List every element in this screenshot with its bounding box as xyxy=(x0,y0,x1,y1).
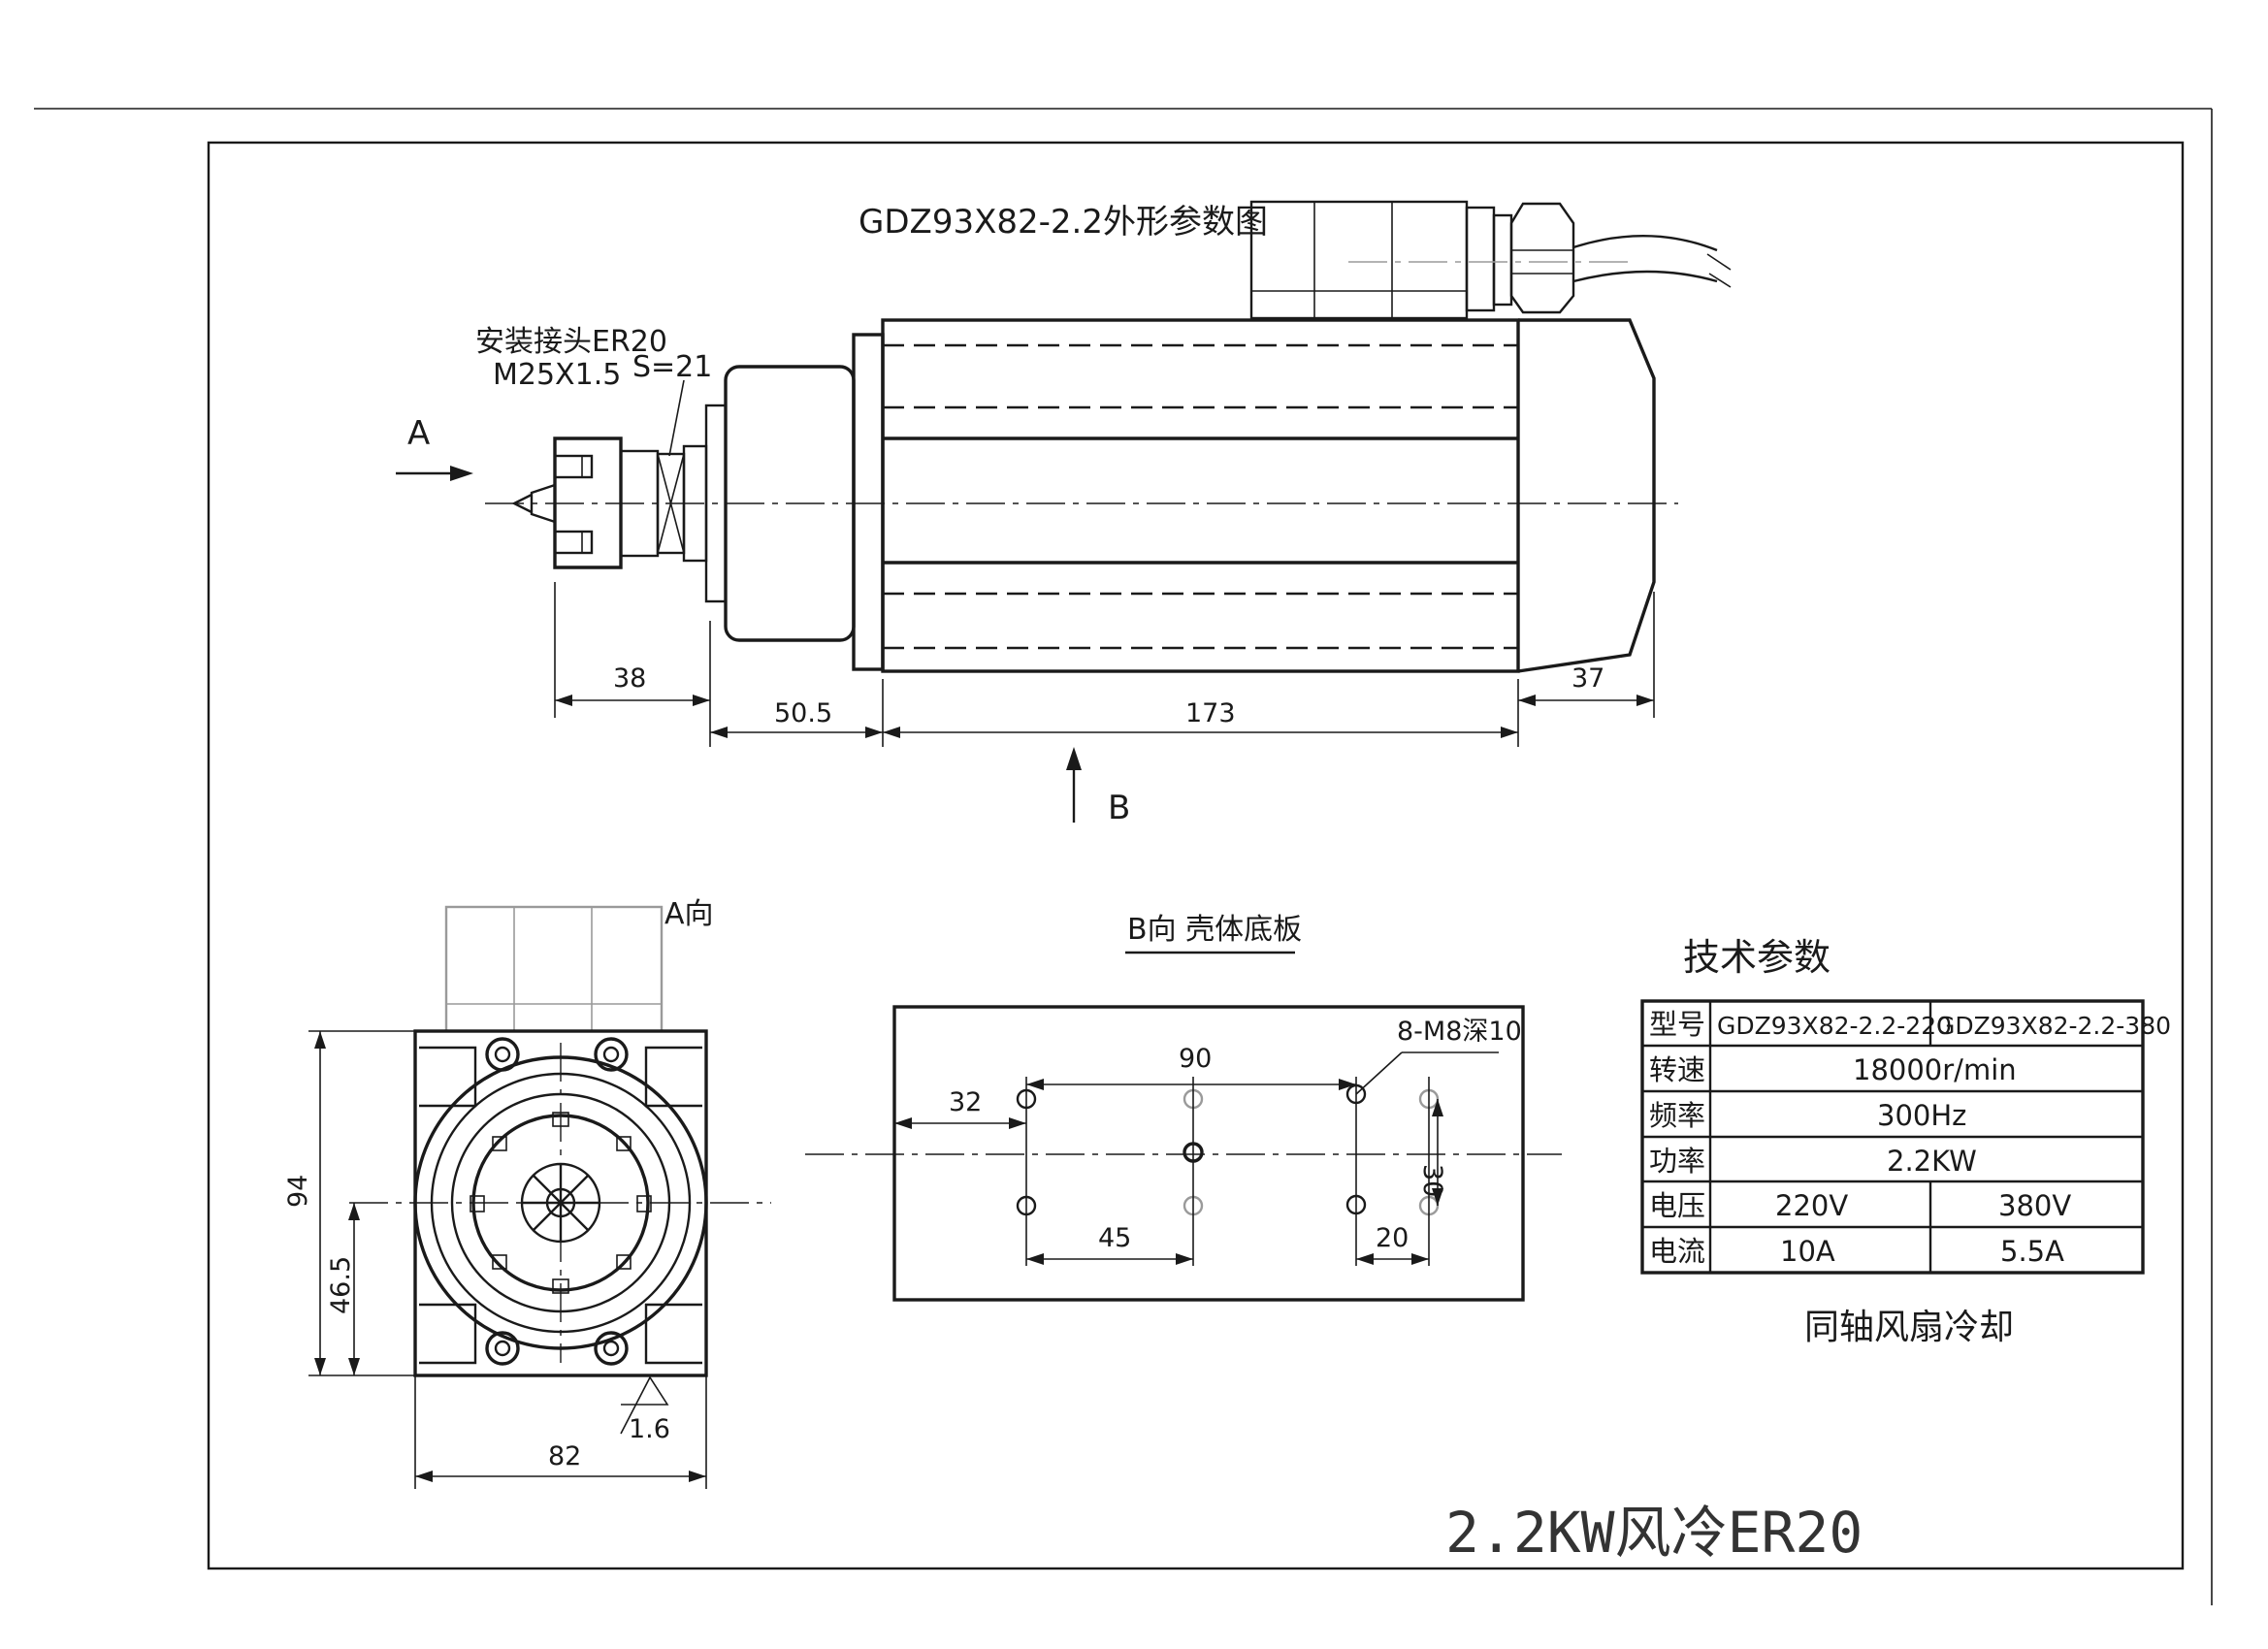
row-power: 功率 2.2KW xyxy=(1649,1145,1977,1178)
view-b-arrow xyxy=(1066,747,1082,823)
hole-note: 8-M8深10 xyxy=(1397,1017,1522,1047)
power-value: 2.2KW xyxy=(1887,1145,1977,1178)
dim-82: 82 xyxy=(548,1441,581,1471)
row-label-current: 电流 xyxy=(1649,1235,1705,1268)
roughness-1-6: 1.6 xyxy=(629,1414,670,1444)
dim-94: 94 xyxy=(283,1175,313,1208)
front-connector xyxy=(444,905,664,1033)
dim-32: 32 xyxy=(949,1087,982,1117)
side-dimensions: 38 50.5 173 37 xyxy=(554,582,1655,747)
tech-params-heading: 技术参数 xyxy=(1683,936,1831,979)
handwritten-note: 2.2KW风冷ER20 xyxy=(1445,1500,1863,1566)
dim-37: 37 xyxy=(1571,663,1604,694)
view-a-arrow-label: A xyxy=(407,414,430,453)
dim-46-5: 46.5 xyxy=(326,1256,356,1314)
current-5-5: 5.5A xyxy=(2000,1235,2064,1268)
mounting-holes xyxy=(1016,1083,1440,1216)
row-speed: 转速 18000r/min xyxy=(1649,1053,2017,1086)
row-label-frequency: 频率 xyxy=(1649,1099,1705,1132)
front-dimensions: 94 46.5 82 1.6 xyxy=(283,1030,707,1489)
base-view-title: B向 壳体底板 xyxy=(1127,913,1302,947)
model-380: GDZ93X82-2.2-380 xyxy=(1936,1012,2171,1040)
cooling-note: 同轴风扇冷却 xyxy=(1804,1308,2014,1347)
connector-plug xyxy=(1249,200,1732,320)
dim-90: 90 xyxy=(1179,1044,1212,1074)
row-label-speed: 转速 xyxy=(1649,1053,1705,1086)
frequency-value: 300Hz xyxy=(1877,1099,1966,1132)
view-b-arrow-label: B xyxy=(1108,789,1130,827)
side-view: 安装接头ER20 M25X1.5 S=21 A 38 50.5 173 xyxy=(396,200,1732,827)
drawing-title: GDZ93X82-2.2外形参数图 xyxy=(859,203,1268,242)
mounting-screws xyxy=(485,1037,629,1366)
model-220: GDZ93X82-2.2-220 xyxy=(1717,1012,1952,1040)
motor-body xyxy=(852,318,1656,673)
dim-50-5: 50.5 xyxy=(774,698,832,728)
collet-label: 安装接头ER20 xyxy=(475,325,667,359)
row-voltage: 电压 220V 380V xyxy=(1649,1189,2071,1222)
dim-173: 173 xyxy=(1185,698,1236,728)
dim-38: 38 xyxy=(613,663,646,694)
dim-30: 30 xyxy=(1417,1164,1447,1197)
dim-20: 20 xyxy=(1376,1223,1409,1253)
view-a-arrow xyxy=(396,466,473,481)
speed-value: 18000r/min xyxy=(1853,1053,2017,1086)
dim-45: 45 xyxy=(1098,1223,1131,1253)
thread-label: M25X1.5 xyxy=(493,358,621,392)
row-label-power: 功率 xyxy=(1649,1145,1705,1178)
current-10: 10A xyxy=(1780,1235,1835,1268)
voltage-220: 220V xyxy=(1775,1189,1848,1222)
base-plate-view: B向 壳体底板 90 32 xyxy=(805,913,1562,1302)
tech-params: 技术参数 型号 GDZ93X82-2.2-220 GDZ93X82-2.2-38… xyxy=(1640,936,2171,1347)
row-label-model: 型号 xyxy=(1649,1008,1705,1041)
front-view: A向 xyxy=(283,897,771,1489)
base-dimensions: 90 32 45 20 30 8-M8深10 xyxy=(894,1017,1522,1266)
view-a-label: A向 xyxy=(664,897,714,931)
row-model: 型号 GDZ93X82-2.2-220 GDZ93X82-2.2-380 xyxy=(1649,1008,2171,1041)
wrench-label: S=21 xyxy=(632,350,712,384)
sheet-border xyxy=(34,108,2213,1605)
row-label-voltage: 电压 xyxy=(1649,1189,1705,1222)
row-current: 电流 10A 5.5A xyxy=(1649,1235,2064,1268)
voltage-380: 380V xyxy=(1998,1189,2071,1222)
row-frequency: 频率 300Hz xyxy=(1649,1099,1966,1132)
